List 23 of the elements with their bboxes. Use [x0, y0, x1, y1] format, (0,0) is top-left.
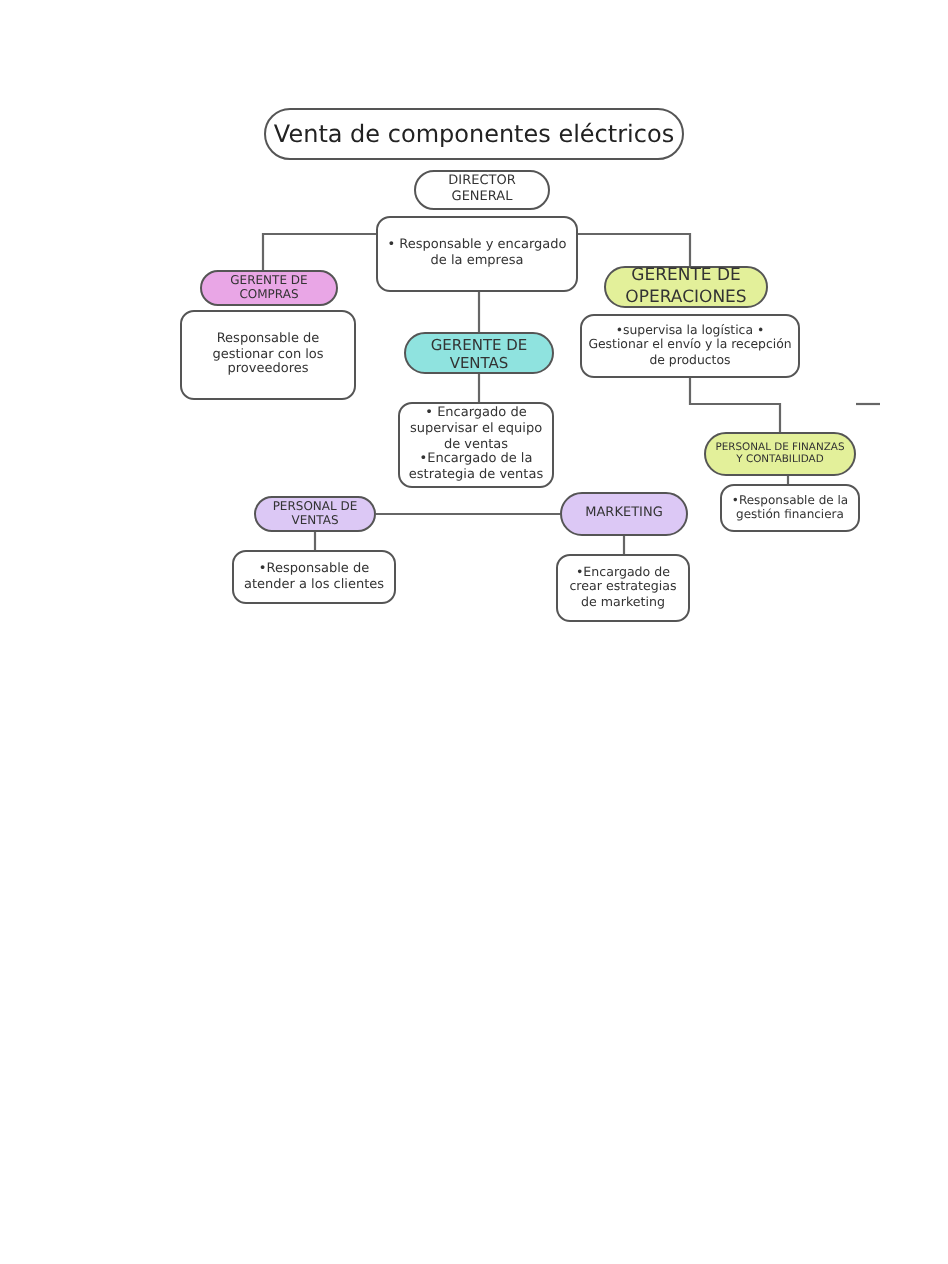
- description-box: [376, 216, 578, 292]
- description-box: [180, 310, 356, 400]
- connector-line: [578, 232, 692, 266]
- role-box: [414, 170, 550, 210]
- role-box: [254, 496, 376, 532]
- role-box: [404, 332, 554, 374]
- connector-line: [313, 532, 317, 550]
- connector-line: [477, 374, 481, 402]
- role-box: [704, 432, 856, 476]
- role-box: [604, 266, 768, 308]
- connector-line: [376, 512, 560, 516]
- description-box: [720, 484, 860, 532]
- node-text: GERENTE DE OPERACIONES: [623, 266, 749, 308]
- role-box: [200, 270, 338, 306]
- description-box: [580, 314, 800, 378]
- connector-line: [688, 378, 782, 432]
- connector-line: [261, 232, 376, 270]
- connector-line: [622, 536, 626, 554]
- title: Venta de componentes eléctricos: [264, 108, 684, 160]
- description-box: [232, 550, 396, 604]
- role-box: [560, 492, 688, 536]
- connector-line: [477, 292, 481, 332]
- description-box: [556, 554, 690, 622]
